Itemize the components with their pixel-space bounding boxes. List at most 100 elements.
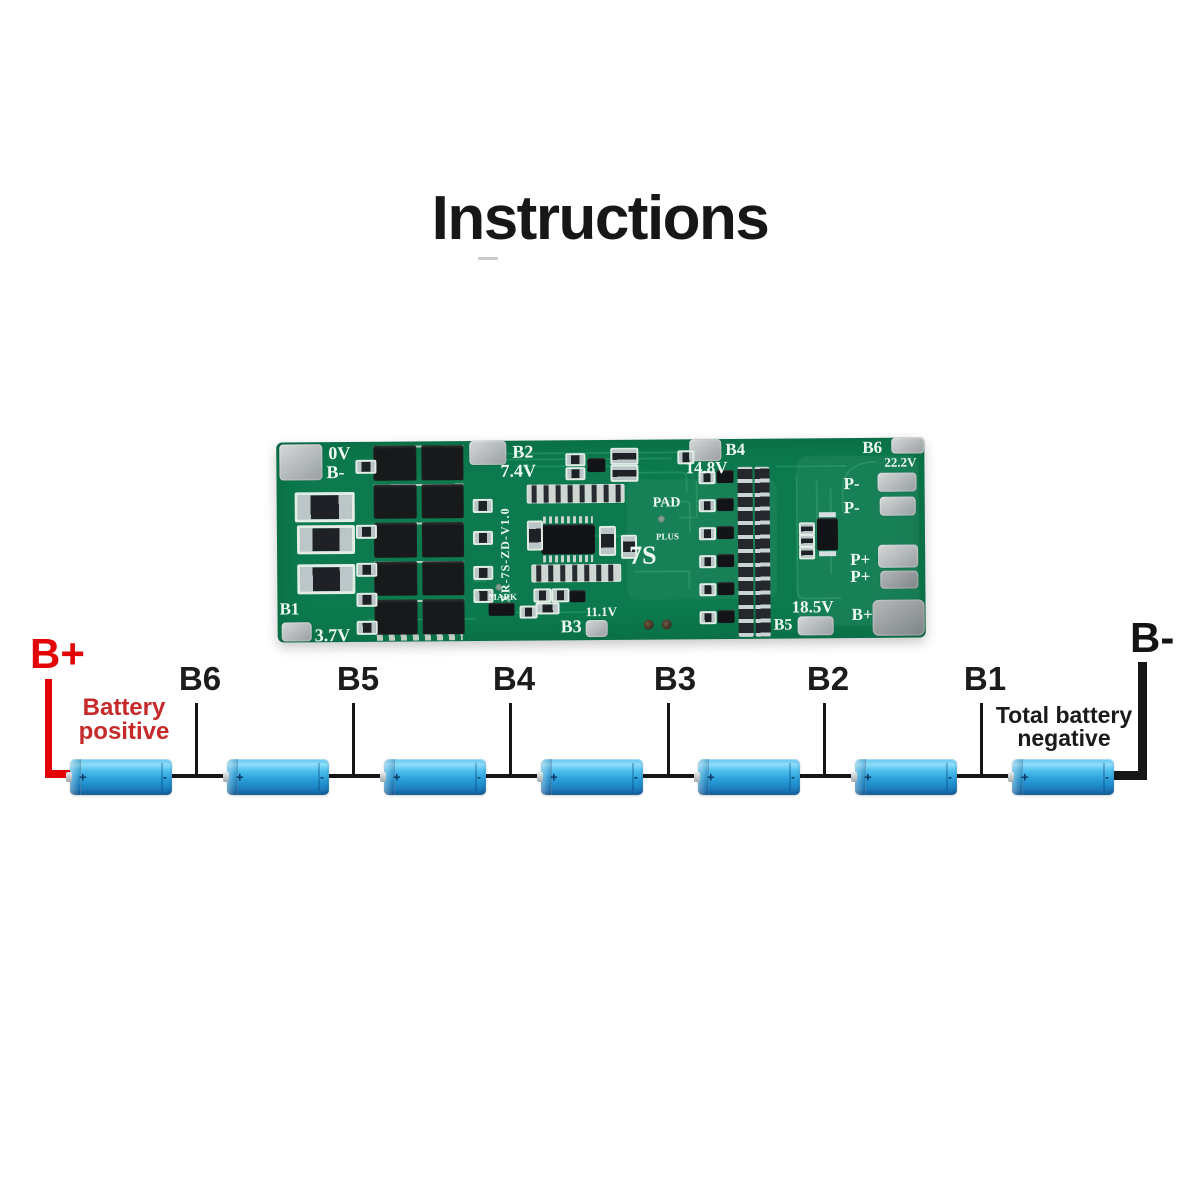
battery-positive-terminal xyxy=(851,772,857,782)
junction-label-b6: B6 xyxy=(178,660,222,697)
solder-pad-b1 xyxy=(281,622,312,642)
battery-cell-2: +- xyxy=(223,759,329,795)
title-artifact-dash xyxy=(478,257,498,260)
battery-plus-mark: + xyxy=(550,769,558,785)
junction-label-b2: B2 xyxy=(806,660,850,697)
battery-cell-7: +- xyxy=(1008,759,1114,795)
solder-pad-b6 xyxy=(891,437,925,454)
battery-cap-line xyxy=(161,763,163,791)
silk-pminus-2: P- xyxy=(843,497,860,518)
junction-line-b1 xyxy=(980,703,983,778)
via-hole xyxy=(657,515,665,523)
smd-resistor xyxy=(356,562,378,577)
battery-cell-1: +- xyxy=(66,759,172,795)
bms-pcb-board: 0V B- B2 7.4V B4 14.8V B6 22.2V B1 3.7V … xyxy=(276,437,926,646)
smd-resistor xyxy=(519,605,538,619)
battery-plus-mark: + xyxy=(864,769,872,785)
negative-note-line1: Total battery xyxy=(995,702,1133,728)
silk-pplus-2: P+ xyxy=(850,566,871,587)
solder-pad-bplus xyxy=(872,599,925,636)
mosfet-array xyxy=(373,445,465,635)
smd-resistor xyxy=(356,592,378,607)
junction-label-b1: B1 xyxy=(963,660,1007,697)
transistor xyxy=(569,590,586,603)
mark-transistor xyxy=(488,602,515,616)
solder-pad-b3 xyxy=(585,619,608,638)
battery-minus-mark: - xyxy=(634,770,638,784)
transistor xyxy=(587,457,606,473)
battery-minus-mark: - xyxy=(320,770,324,784)
mosfet-lead-strip xyxy=(376,634,463,641)
smd-capacitor xyxy=(610,447,639,465)
smd-capacitor xyxy=(526,520,544,551)
solder-pad-pplus-1 xyxy=(878,544,919,568)
junction-label-b5: B5 xyxy=(336,660,380,697)
silk-3v7: 3.7V xyxy=(314,624,351,646)
silk-bminus: B- xyxy=(326,462,345,483)
smd-resistor xyxy=(355,524,377,539)
smd-resistor xyxy=(472,498,493,514)
junction-line-b6 xyxy=(195,703,198,778)
bminus-label: B- xyxy=(1130,614,1175,661)
battery-positive-terminal xyxy=(380,772,386,782)
resistor-row xyxy=(531,563,622,583)
smd-resistor xyxy=(533,588,552,603)
silk-22v2: 22.2V xyxy=(884,454,917,470)
battery-plus-mark: + xyxy=(79,769,87,785)
battery-cap-line xyxy=(789,763,791,791)
solder-pad-b5 xyxy=(797,616,834,636)
smd-resistor xyxy=(565,467,586,481)
junction-label-b3: B3 xyxy=(653,660,697,697)
battery-minus-mark: - xyxy=(791,770,795,784)
silk-11v1: 11.1V xyxy=(585,603,618,620)
silk-b6: B6 xyxy=(862,437,883,457)
silk-pad: PAD xyxy=(652,495,681,511)
silk-b5: B5 xyxy=(773,616,793,634)
transistor xyxy=(716,525,734,540)
transistor xyxy=(717,609,735,624)
smd-resistor xyxy=(799,546,816,560)
solder-pad-pminus-1 xyxy=(877,472,917,492)
junction-label-b4: B4 xyxy=(492,660,536,697)
transistor xyxy=(716,497,734,512)
sense-resistor xyxy=(296,524,356,555)
junction-line-b3 xyxy=(667,703,670,778)
smd-resistor xyxy=(356,620,378,635)
battery-cap-line xyxy=(475,763,477,791)
junction-line-b2 xyxy=(823,703,826,778)
battery-positive-terminal xyxy=(1008,772,1014,782)
junction-line-b4 xyxy=(509,703,512,778)
battery-plus-mark: + xyxy=(236,769,244,785)
battery-positive-terminal xyxy=(537,772,543,782)
silk-pplus-1: P+ xyxy=(850,549,871,570)
battery-positive-terminal xyxy=(223,772,229,782)
battery-minus-mark: - xyxy=(948,770,952,784)
battery-cap-line xyxy=(318,763,320,791)
positive-note-line2: positive xyxy=(78,718,170,745)
smd-capacitor xyxy=(610,464,639,482)
smd-resistor xyxy=(535,602,560,615)
smd-resistor xyxy=(699,583,717,597)
silk-7v4: 7.4V xyxy=(500,460,537,481)
negative-note: Total battery negative xyxy=(988,704,1140,750)
silk-model-number: XR-7S-ZD-V1.0 xyxy=(497,507,513,603)
smd-resistor xyxy=(698,499,716,513)
battery-minus-mark: - xyxy=(163,770,167,784)
silk-plus: PLUS xyxy=(655,531,680,542)
solder-pad-pplus-2 xyxy=(880,570,919,589)
smd-resistor xyxy=(551,588,570,603)
negative-note-line2: negative xyxy=(1017,725,1111,751)
positive-wire-vertical xyxy=(45,679,52,778)
page-title: Instructions xyxy=(431,184,770,253)
smd-resistor xyxy=(699,555,717,569)
battery-plus-mark: + xyxy=(707,769,715,785)
transistor xyxy=(717,553,735,568)
positive-note-line1: Battery xyxy=(82,694,166,721)
battery-positive-terminal xyxy=(66,772,72,782)
sense-resistor xyxy=(297,563,356,595)
ic-chip xyxy=(540,524,596,555)
ic-pins-bottom xyxy=(543,555,594,563)
silk-b2: B2 xyxy=(512,441,534,462)
positive-note: Battery positive xyxy=(58,696,190,744)
